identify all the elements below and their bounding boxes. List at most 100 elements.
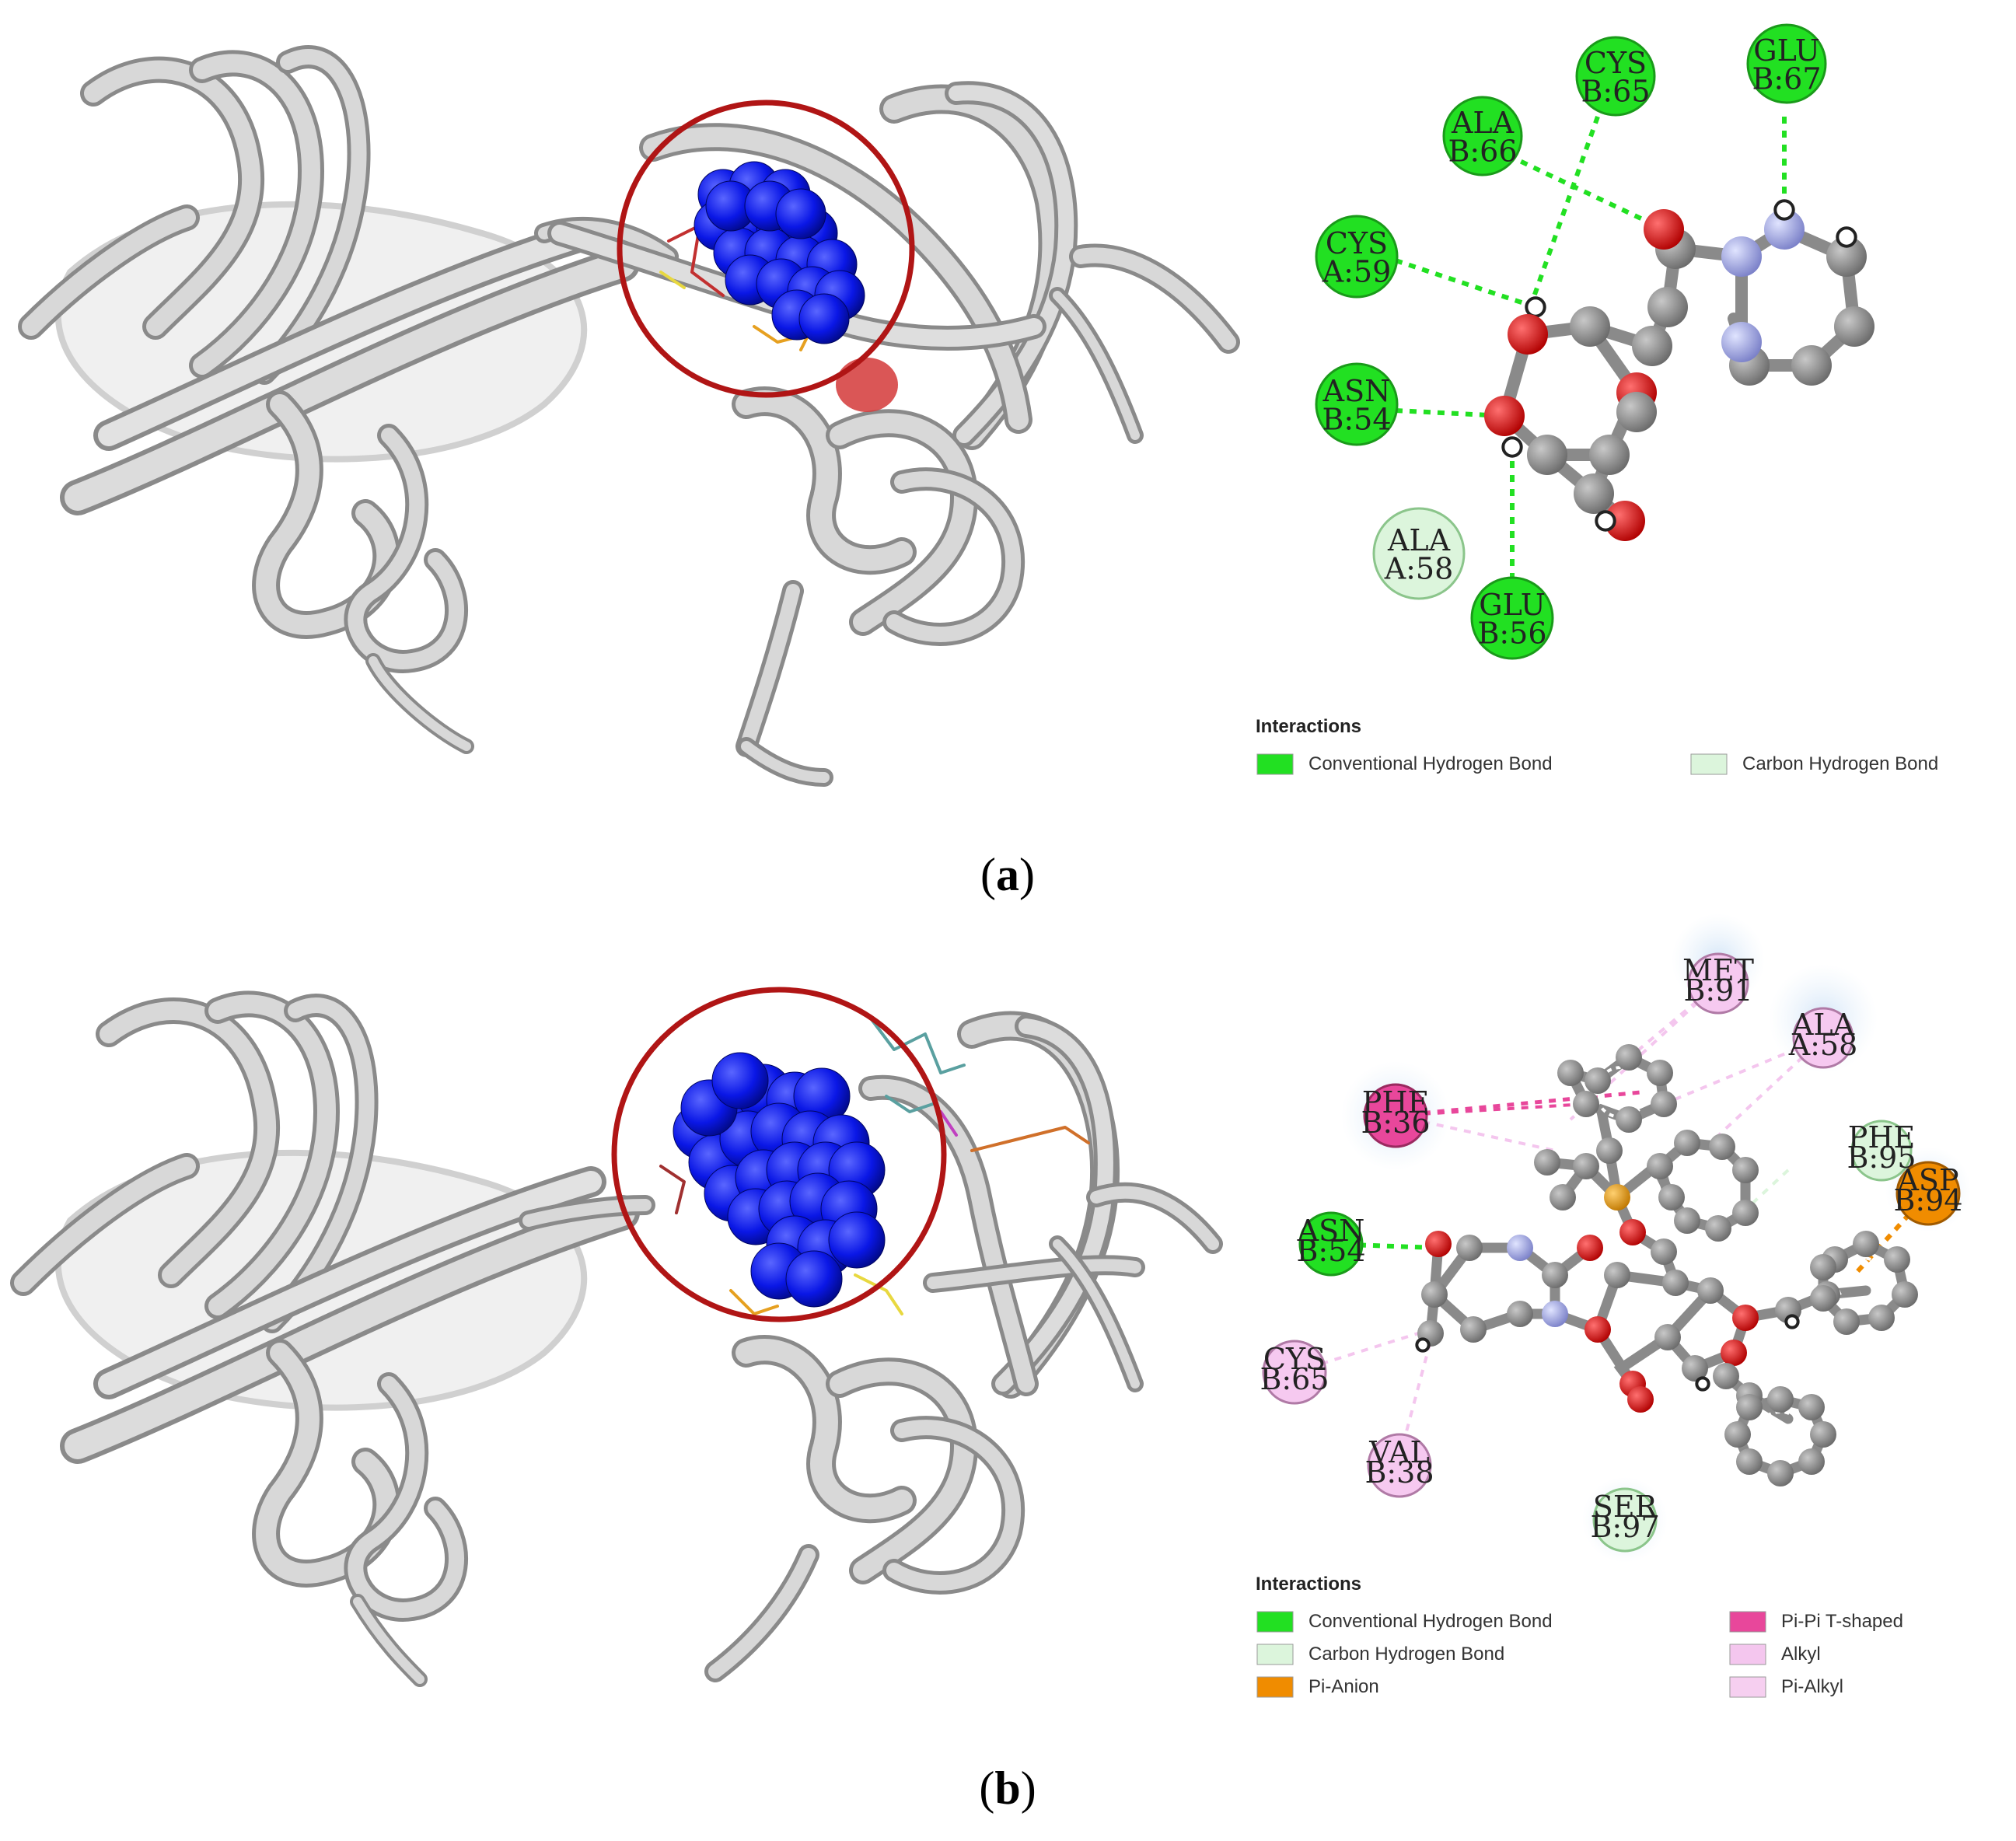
atom-h	[1525, 296, 1546, 318]
atom-n	[1542, 1301, 1568, 1327]
atom-h	[1695, 1376, 1710, 1392]
ligand-sphere	[828, 1211, 886, 1269]
atom-p	[1604, 1184, 1630, 1210]
atom-c	[1651, 1091, 1677, 1117]
panel-b-ligand-atoms	[1415, 1044, 1918, 1486]
residue-number: B:36	[1361, 1106, 1430, 1140]
legend-label: Carbon Hydrogen Bond	[1308, 1644, 1504, 1665]
atom-c	[1573, 1153, 1599, 1179]
residue-number: B:67	[1752, 61, 1821, 96]
panel-a-caption: (a)	[980, 849, 1035, 900]
residue-name: SER	[1593, 1490, 1658, 1524]
ligand-sphere	[775, 188, 826, 239]
residue-disc	[1575, 36, 1656, 117]
residue-number: A:58	[1384, 551, 1454, 585]
atom-c	[1791, 345, 1832, 386]
atom-c	[1574, 473, 1614, 514]
atom-c	[1810, 1285, 1836, 1312]
residue-disc	[1687, 952, 1749, 1015]
residue-name: ASN	[1322, 374, 1391, 408]
atom-c	[1674, 1207, 1700, 1234]
atom-h	[1784, 1314, 1800, 1329]
residue-number: B:56	[1477, 616, 1546, 650]
atom-c	[1534, 1149, 1560, 1176]
residue-number: B:54	[1296, 1234, 1365, 1268]
residue-name: CYS	[1584, 46, 1647, 80]
residue-number: B:94	[1893, 1183, 1962, 1217]
legend-swatch	[1256, 753, 1294, 775]
legend-swatch	[1729, 1611, 1766, 1633]
residue-name: ASN	[1297, 1214, 1365, 1248]
residue-name: CYS	[1326, 226, 1388, 260]
atom-c	[1767, 1386, 1794, 1413]
residue-disc	[1262, 1340, 1327, 1405]
panel-b-highlight-circle	[611, 987, 947, 1322]
panel-b-ligand-spheres	[673, 1052, 886, 1308]
residue-number: B:65	[1581, 74, 1650, 108]
residue-name: VAL	[1368, 1435, 1430, 1469]
panel-b-caption: (b)	[979, 1762, 1036, 1814]
residue-disc	[1315, 362, 1399, 446]
legend-swatch	[1690, 753, 1728, 775]
legend-swatch	[1729, 1644, 1766, 1665]
atom-c	[1460, 1316, 1487, 1343]
atom-c	[1810, 1421, 1836, 1448]
atom-c	[1724, 1421, 1751, 1448]
residue-disc	[1746, 23, 1827, 104]
legend-swatch	[1256, 1611, 1294, 1633]
atom-c	[1456, 1235, 1483, 1261]
residue-number: B:97	[1590, 1510, 1659, 1544]
atom-n	[1507, 1235, 1533, 1261]
atom-c	[1709, 1134, 1735, 1160]
panel-a-residues: CYSB:65GLUB:67ALAB:66CYSA:59ASNB:54ALAA:…	[1315, 23, 1827, 660]
atom-n	[1721, 322, 1762, 362]
residue-number: B:54	[1322, 402, 1391, 436]
atom-o	[1577, 1235, 1603, 1261]
atom-c	[1654, 1324, 1681, 1350]
atom-c	[1596, 1137, 1623, 1164]
panel-a-ribbon	[18, 45, 1240, 787]
residue-number: B:95	[1847, 1141, 1916, 1175]
atom-c	[1658, 1184, 1685, 1210]
panel-b-protein-view	[10, 987, 1223, 1687]
atom-c	[1616, 392, 1657, 432]
ligand-sphere	[711, 1052, 769, 1109]
atom-h	[1415, 1337, 1431, 1353]
panel-b-caption-label: b	[994, 1762, 1020, 1814]
ligand-sphere	[785, 1250, 843, 1308]
panel-b-ribbon	[10, 990, 1223, 1687]
legend-title: Interactions	[1256, 716, 1361, 737]
panel-a-ligand-spheres	[694, 161, 865, 344]
legend-swatch	[1256, 1644, 1294, 1665]
atom-o	[1721, 1340, 1747, 1366]
atom-c	[1767, 1460, 1794, 1486]
atom-c	[1589, 435, 1630, 475]
residue-name: PHE	[1362, 1085, 1429, 1120]
atom-c	[1507, 1301, 1533, 1327]
atom-c	[1421, 1281, 1448, 1308]
atom-c	[1674, 1130, 1700, 1156]
residue-name: ALA	[1791, 1008, 1855, 1042]
atom-c	[1573, 1091, 1599, 1117]
residue-disc	[1895, 1161, 1961, 1226]
residue-name: ALA	[1387, 523, 1451, 557]
panel-a-caption-label: a	[996, 849, 1019, 900]
atom-c	[1834, 306, 1874, 347]
residue-number: B:65	[1260, 1362, 1329, 1396]
atom-o	[1484, 396, 1525, 436]
legend-label: Pi-Pi T-shaped	[1781, 1611, 1903, 1632]
residue-number: A:59	[1322, 254, 1392, 288]
atom-c	[1736, 1394, 1763, 1420]
